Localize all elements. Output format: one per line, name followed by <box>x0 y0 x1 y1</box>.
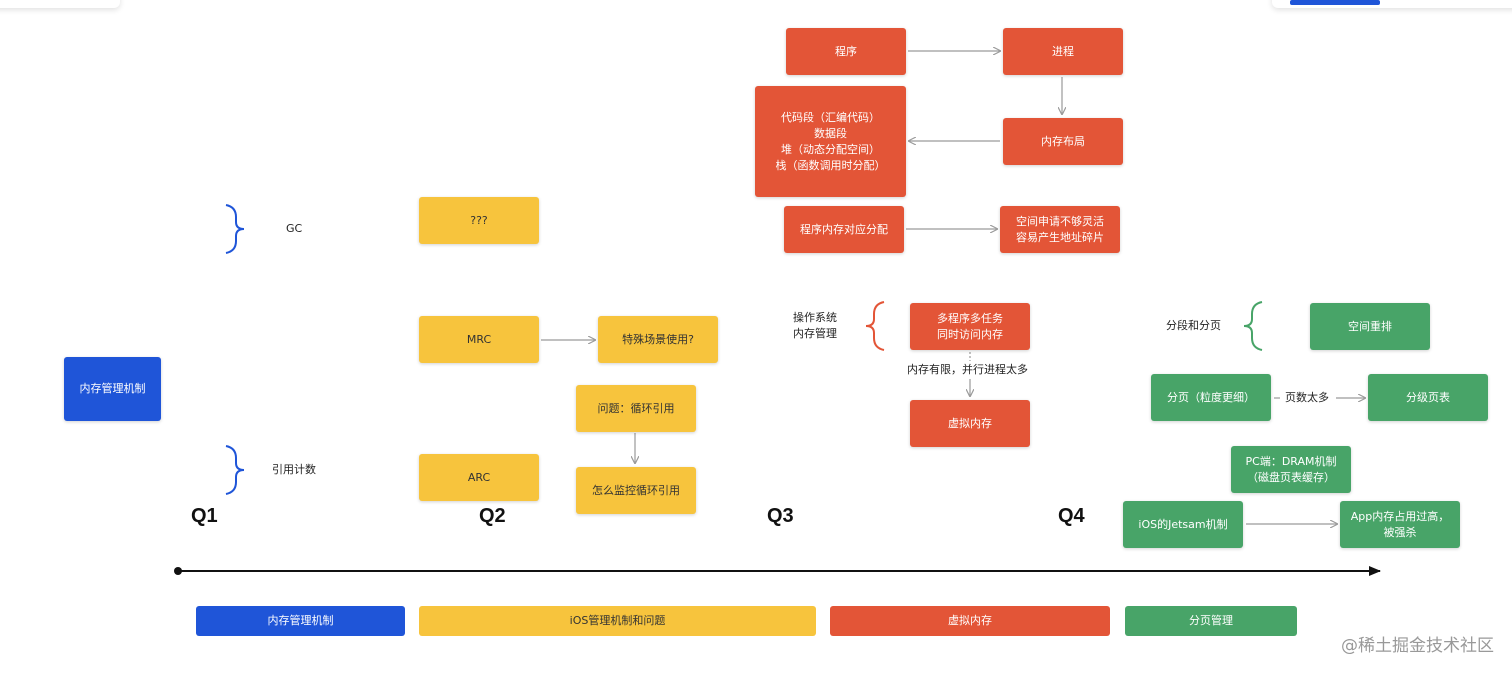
mrc-node: MRC <box>419 316 539 363</box>
q4-label: Q4 <box>1058 505 1085 527</box>
top-right-panel-button-edge <box>1290 0 1380 5</box>
paging-node: 分页（粒度更细） <box>1151 374 1271 421</box>
multi-level-table-node: 分级页表 <box>1368 374 1488 421</box>
app-killed-node: App内存占用过高， 被强杀 <box>1340 501 1460 548</box>
cycle-issue-node: 问题：循环引用 <box>576 385 696 432</box>
segments-node: 代码段（汇编代码） 数据段 堆（动态分配空间） 栈（函数调用时分配） <box>755 86 906 197</box>
space-issue-node: 空间申请不够灵活 容易产生地址碎片 <box>1000 206 1120 253</box>
os-mm-label: 操作系统 内存管理 <box>793 311 837 340</box>
top-right-panel-edge <box>1272 0 1512 8</box>
memory-limit-note: 内存有限，并行进程太多 <box>907 362 1028 378</box>
q2-label: Q2 <box>479 505 506 527</box>
watermark: @稀土掘金技术社区 <box>1341 636 1494 656</box>
top-left-panel-edge <box>0 0 120 8</box>
gc-label: GC <box>286 222 303 235</box>
brace-gc <box>225 204 245 254</box>
brace-refcount <box>225 445 245 495</box>
program-alloc-node: 程序内存对应分配 <box>784 206 904 253</box>
refcount-label: 引用计数 <box>272 463 316 476</box>
too-many-pages-note: 页数太多 <box>1285 391 1329 404</box>
q3-label: Q3 <box>767 505 794 527</box>
program-node: 程序 <box>786 28 906 75</box>
virtual-memory-node: 虚拟内存 <box>910 400 1030 447</box>
legend-virtual-memory: 虚拟内存 <box>830 606 1110 636</box>
jetsam-node: iOS的Jetsam机制 <box>1123 501 1243 548</box>
unknown-node: ??? <box>419 197 539 244</box>
legend-paging: 分页管理 <box>1125 606 1297 636</box>
legend-ios-mechanism: iOS管理机制和问题 <box>419 606 816 636</box>
arc-node: ARC <box>419 454 539 501</box>
memory-mechanism-node: 内存管理机制 <box>64 357 161 421</box>
legend-memory-mechanism: 内存管理机制 <box>196 606 405 636</box>
q1-label: Q1 <box>191 505 218 527</box>
brace-seg-page <box>1243 301 1263 351</box>
space-rearrange-node: 空间重排 <box>1310 303 1430 350</box>
special-use-node: 特殊场景使用? <box>598 316 718 363</box>
pc-dram-node: PC端：DRAM机制 （磁盘页表缓存） <box>1231 446 1351 493</box>
seg-page-label: 分段和分页 <box>1166 319 1221 332</box>
process-node: 进程 <box>1003 28 1123 75</box>
monitor-cycle-node: 怎么监控循环引用 <box>576 467 696 514</box>
brace-os-mm <box>865 301 885 351</box>
memory-layout-node: 内存布局 <box>1003 118 1123 165</box>
multi-task-node: 多程序多任务 同时访问内存 <box>910 303 1030 350</box>
